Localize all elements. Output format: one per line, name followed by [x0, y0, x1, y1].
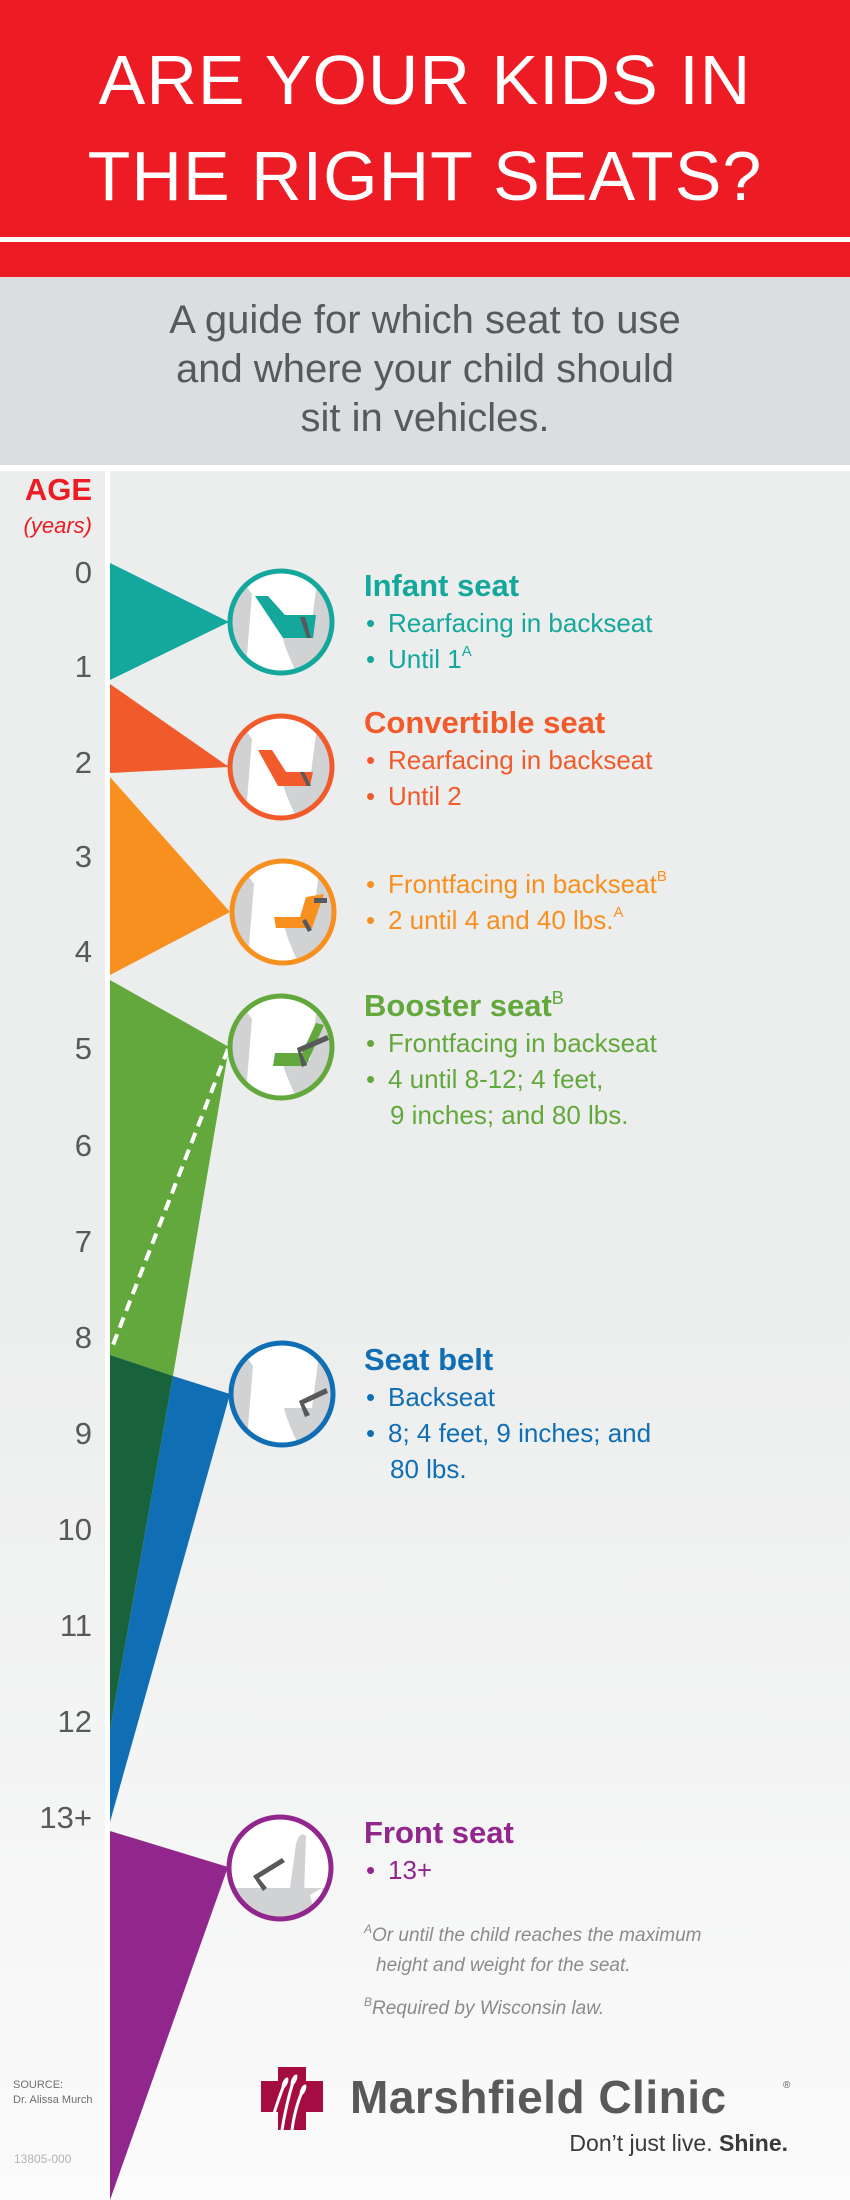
front-facing-convertible-seat-icon [229, 858, 337, 966]
source-credit: SOURCE: Dr. Alissa Murch [13, 2079, 93, 2106]
front-seat-info: Front seat 13+ [364, 1814, 834, 1888]
brand-tagline: Don’t just live. Shine. [569, 2130, 788, 2156]
page-title: ARE YOUR KIDS IN THE RIGHT SEATS? [0, 32, 850, 224]
convertible-seat-band [110, 684, 229, 773]
infant-seat-info: Infant seat Rearfacing in backseat Until… [364, 567, 834, 677]
subtitle-line-1: A guide for which seat to use [169, 298, 681, 342]
stage-bullet: Frontfacing in backseatB [364, 866, 834, 902]
age-tick: 10 [57, 1512, 92, 1547]
age-tick: 13+ [39, 1800, 92, 1835]
stage-bullet: Rearfacing in backseat [364, 605, 834, 641]
title-line-2: THE RIGHT SEATS? [87, 137, 763, 215]
age-tick: 7 [74, 1224, 92, 1259]
convertible-seat-info: Convertible seat Rearfacing in backseat … [364, 704, 834, 814]
age-tick: 1 [74, 649, 92, 684]
stage-bullet-continuation: 9 inches; and 80 lbs. [390, 1100, 629, 1130]
stage-bullet: Until 1A [364, 641, 834, 677]
subtitle-line-3: sit in vehicles. [300, 396, 550, 440]
stage-title: Booster seatB [364, 988, 564, 1023]
front-facing-seat-info: Frontfacing in backseatB 2 until 4 and 4… [364, 866, 834, 938]
age-tick: 4 [74, 934, 92, 969]
stage-title: Seat belt [364, 1342, 494, 1377]
stage-bullet-continuation: 80 lbs. [390, 1454, 467, 1484]
stage-title: Infant seat [364, 568, 520, 603]
front-seat-icon [226, 1814, 334, 1922]
footnote-marker: A [461, 643, 472, 660]
title-line-1: ARE YOUR KIDS IN [98, 41, 752, 119]
stage-bullet: Rearfacing in backseat [364, 742, 834, 778]
subtitle-line-2: and where your child should [175, 347, 675, 391]
rear-facing-infant-seat-icon [227, 568, 335, 676]
header-band [0, 242, 850, 277]
age-tick: 6 [74, 1128, 92, 1163]
marshfield-logo-icon [261, 2067, 323, 2131]
age-tick: 9 [74, 1416, 92, 1451]
subtitle-band [0, 277, 850, 465]
age-tick: 3 [74, 839, 92, 874]
seat-belt-info: Seat belt Backseat 8; 4 feet, 9 inches; … [364, 1341, 834, 1487]
age-tick: 5 [74, 1031, 92, 1066]
booster-seat-info: Booster seatB Frontfacing in backseat 4 … [364, 987, 834, 1133]
booster-seat-band [110, 980, 229, 1376]
brand-name: Marshfield Clinic [350, 2071, 727, 2123]
footnote-marker: A [613, 904, 624, 921]
age-tick: 0 [74, 555, 92, 590]
seat-belt-icon [228, 1340, 336, 1448]
header-divider [0, 237, 850, 242]
page-subtitle: A guide for which seat to use and where … [0, 296, 850, 443]
age-axis-unit: (years) [23, 513, 92, 538]
booster-seat-icon [227, 993, 335, 1101]
footnote-b: BRequired by Wisconsin law. [364, 1995, 605, 2019]
seat-belt-band [110, 1376, 230, 1822]
footnote-marker: B [551, 988, 564, 1008]
section-divider [0, 465, 850, 471]
age-axis-line [105, 471, 110, 2200]
stage-bullet: Backseat [364, 1379, 834, 1415]
stage-bullet: 13+ [364, 1852, 834, 1888]
age-axis-label: AGE [24, 472, 92, 507]
footnote-marker: B [656, 868, 667, 885]
header-banner [0, 0, 850, 237]
age-tick: 2 [74, 745, 92, 780]
registered-mark: ® [783, 2080, 791, 2091]
age-tick: 12 [57, 1704, 92, 1739]
stage-title: Front seat [364, 1815, 514, 1850]
front-facing-seat-band [110, 777, 230, 975]
stage-title: Convertible seat [364, 705, 606, 740]
stage-bullet: 4 until 8-12; 4 feet, [364, 1061, 834, 1097]
booster-extended-band [110, 1355, 173, 1730]
age-tick: 11 [59, 1608, 92, 1643]
stage-bullet: 8; 4 feet, 9 inches; and [364, 1415, 834, 1451]
stage-bullet: Frontfacing in backseat [364, 1025, 834, 1061]
stage-bullet: 2 until 4 and 40 lbs.A [364, 902, 834, 938]
document-code: 13805-000 [14, 2152, 72, 2166]
age-tick: 8 [74, 1320, 92, 1355]
footnote-a: AOr until the child reaches the maximum … [364, 1922, 702, 1976]
rear-facing-convertible-seat-icon [227, 713, 335, 821]
infant-seat-band [110, 563, 229, 680]
front-seat-band [110, 1831, 228, 2200]
stage-bullet: Until 2 [364, 778, 834, 814]
